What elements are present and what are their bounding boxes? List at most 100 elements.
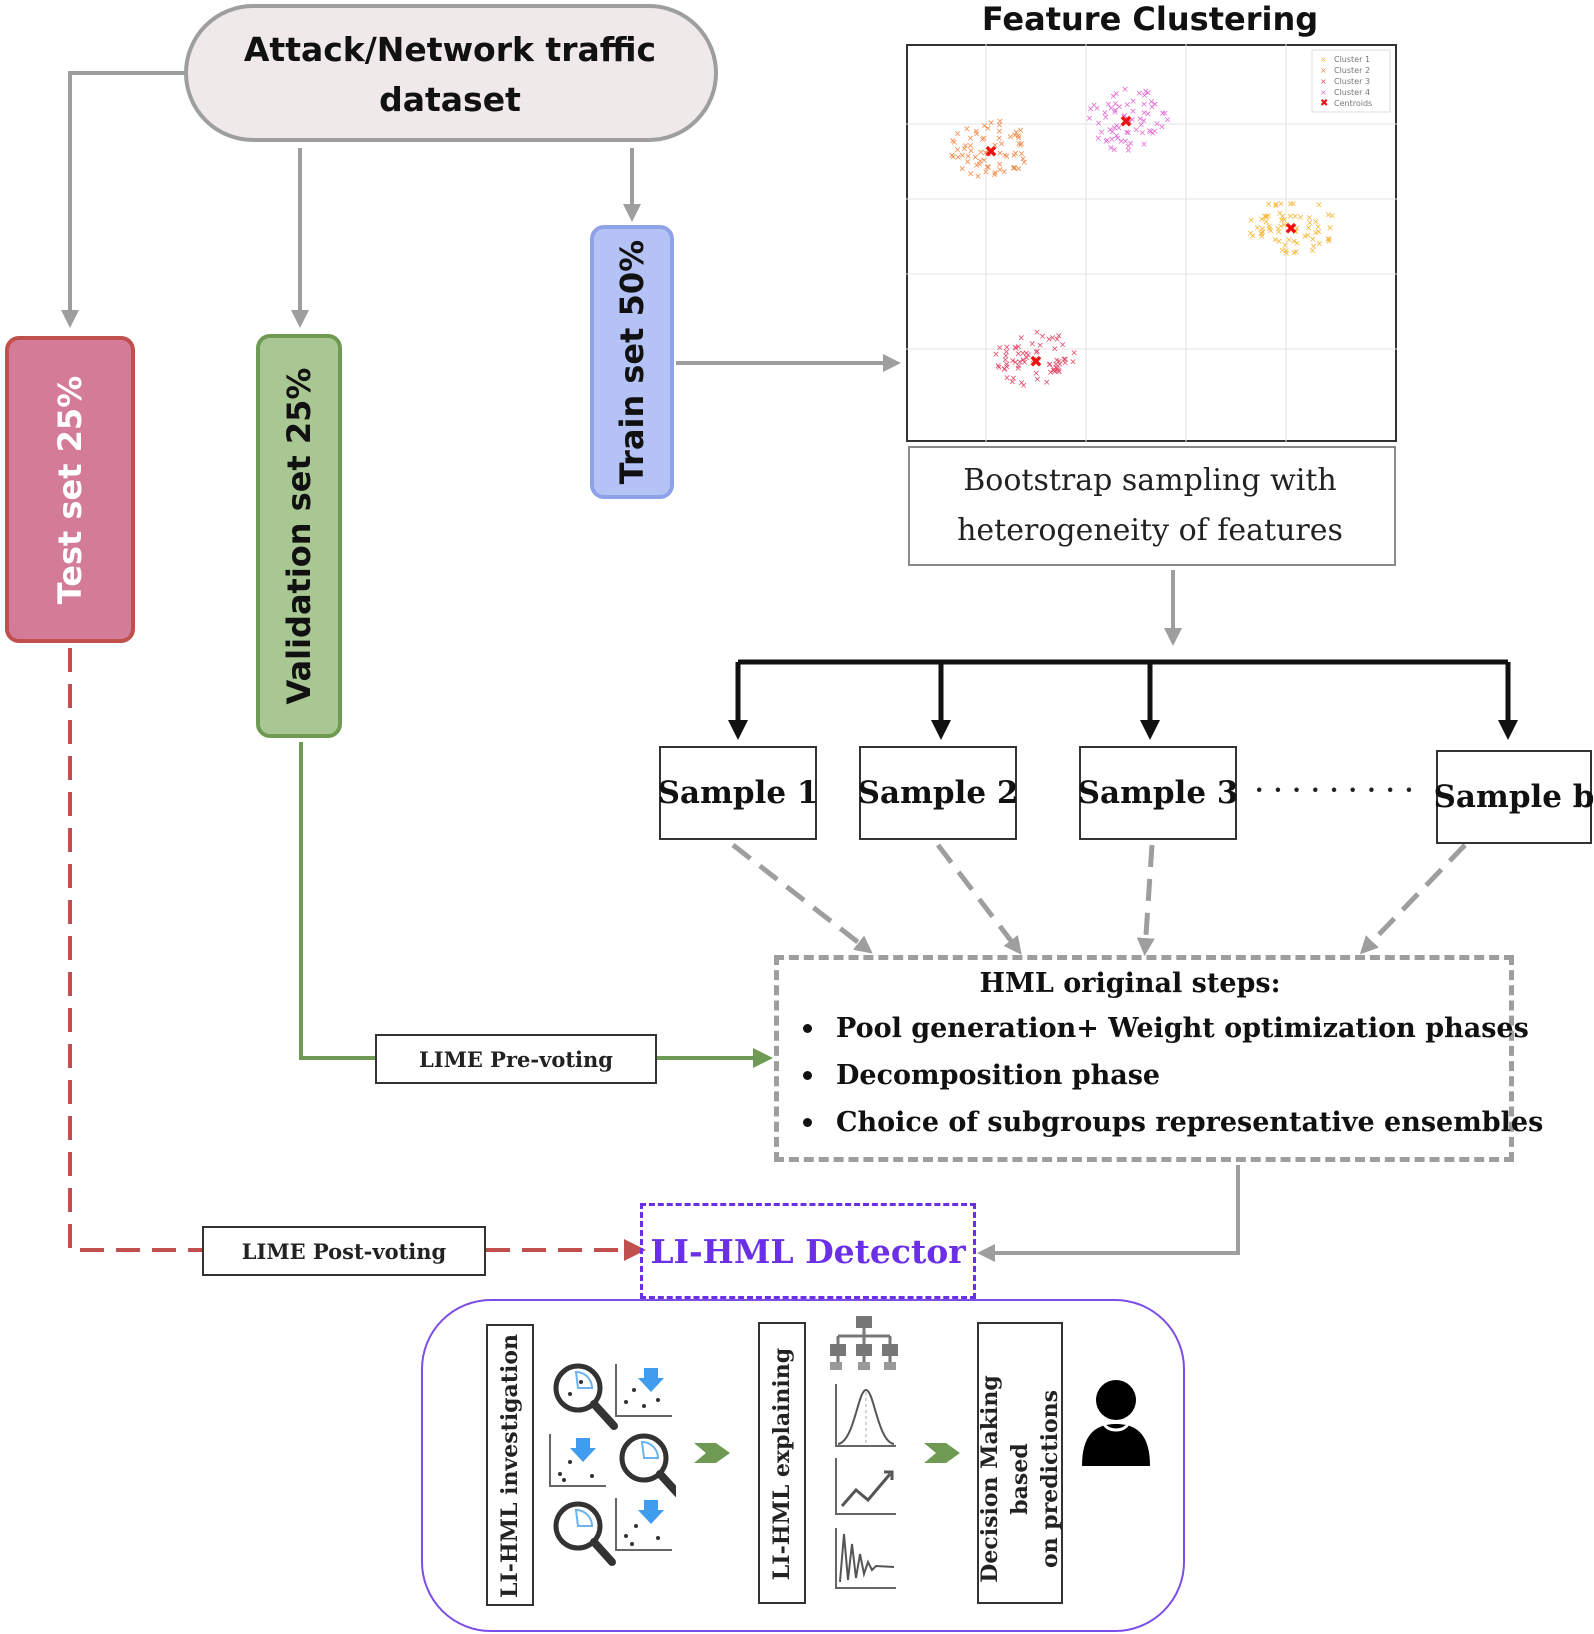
cluster-point: ×: [1112, 100, 1120, 110]
cluster-point: ×: [1017, 126, 1025, 136]
cluster-point: ×: [964, 157, 972, 167]
cluster-point: ×: [985, 163, 993, 173]
cluster-point: ×: [1107, 104, 1115, 114]
cluster-point: ×: [987, 118, 995, 128]
cluster-point: ×: [1324, 234, 1332, 244]
cluster-point: ×: [1129, 97, 1137, 107]
cluster-point: ×: [1103, 136, 1111, 146]
cluster-point: ×: [1281, 241, 1289, 251]
cluster-point: ×: [1053, 356, 1061, 366]
samples-ellipsis: · · · · · · · · ·: [1255, 775, 1415, 804]
cluster-point: ×: [994, 361, 1002, 371]
cluster-point: ×: [1047, 368, 1055, 378]
cluster-point: ×: [1309, 246, 1317, 256]
legend-marker: ×: [1320, 66, 1327, 75]
cluster-point: ×: [1125, 128, 1133, 138]
cluster-point: ×: [984, 149, 992, 159]
cluster-point: ×: [1094, 134, 1102, 144]
cluster-point: ×: [991, 141, 999, 151]
cluster-point: ×: [996, 121, 1004, 131]
cluster-point: ×: [1086, 114, 1094, 124]
cluster-point: ×: [1271, 235, 1279, 245]
cluster-point: ×: [1144, 89, 1152, 99]
cluster-point: ×: [1019, 155, 1027, 165]
cluster-point: ×: [1312, 229, 1320, 239]
cluster-point: ×: [1120, 113, 1128, 123]
cluster-point: ×: [983, 163, 991, 173]
cluster-point: ×: [1301, 232, 1309, 242]
arrow-test-to-detector: [68, 648, 202, 1252]
cluster-point: ×: [1107, 143, 1115, 153]
cluster-point: ×: [1051, 365, 1059, 375]
cluster-point: ×: [1148, 97, 1156, 107]
dashed-arrow-sample-3: [1136, 844, 1155, 956]
cluster-point: ×: [1055, 367, 1063, 377]
explaining-box: [758, 1322, 806, 1604]
cluster-point: ×: [1283, 249, 1291, 259]
cluster-point: ×: [1258, 215, 1266, 225]
cluster-point: ×: [1069, 358, 1077, 368]
cluster-point: ×: [1279, 246, 1287, 256]
cluster-point: ×: [1140, 140, 1148, 150]
cluster-point: ×: [1280, 216, 1288, 226]
hml-step-3: Choice of subgroups representative ensem…: [790, 1107, 1543, 1138]
cluster-point: ×: [1305, 224, 1313, 234]
cluster-point: ×: [1125, 118, 1133, 128]
investigation-label: LI-HML investigation: [497, 1333, 523, 1599]
cluster-point: ×: [996, 166, 1004, 176]
cluster-point: ×: [1039, 332, 1047, 342]
li-hml-detector: LI-HML Detector: [640, 1203, 976, 1299]
cluster-point: ×: [1306, 213, 1314, 223]
cluster-point: ×: [1023, 349, 1031, 359]
cluster-point: ×: [1055, 357, 1063, 367]
cluster-point: ×: [1115, 103, 1123, 113]
cluster-point: ×: [1139, 128, 1147, 138]
cluster-point: ×: [982, 148, 990, 158]
cluster-point: ×: [1144, 109, 1152, 119]
cluster-point: ×: [1258, 232, 1266, 242]
cluster-point: ×: [1132, 126, 1140, 136]
cluster-point: ×: [958, 165, 966, 175]
cluster-point: ×: [1020, 381, 1028, 391]
cluster-point: ×: [1127, 139, 1135, 149]
cluster-point: ×: [1052, 360, 1060, 370]
cluster-point: ×: [1249, 232, 1257, 242]
cluster-point: ×: [967, 134, 975, 144]
cluster-point: ×: [967, 170, 975, 180]
cluster-point: ×: [977, 148, 985, 158]
cluster-point: ×: [1002, 355, 1010, 365]
cluster-point: ×: [1124, 142, 1132, 152]
cluster-point: ×: [1325, 210, 1333, 220]
cluster-point: ×: [1111, 146, 1119, 156]
cluster-point: ×: [1049, 334, 1057, 344]
cluster-point: ×: [1140, 109, 1148, 119]
cluster-point: ×: [1292, 247, 1300, 257]
cluster-point: ×: [1290, 237, 1298, 247]
centroid-marker: ✖: [1119, 112, 1132, 131]
cluster-point: ×: [998, 139, 1006, 149]
cluster-point: ×: [1015, 361, 1023, 371]
cluster-point: ×: [1292, 228, 1300, 238]
sample-1-box: Sample 1: [658, 746, 818, 840]
cluster-point: ×: [1014, 364, 1022, 374]
investigation-icons: [549, 1363, 676, 1566]
cluster-point: ×: [1109, 127, 1117, 137]
cluster-point: ×: [1018, 378, 1026, 388]
cluster-point: ×: [1158, 123, 1166, 133]
cluster-point: ×: [1259, 224, 1267, 234]
cluster-point: ×: [1247, 229, 1255, 239]
cluster-point: ×: [995, 134, 1003, 144]
dashed-arrow-sample-b: [1359, 843, 1467, 955]
cluster-point: ×: [1033, 356, 1041, 366]
cluster-point: ×: [1003, 348, 1011, 358]
cluster-point: ×: [948, 151, 956, 161]
bullet-icon: [803, 1071, 812, 1080]
cluster-point: ×: [1003, 362, 1011, 372]
legend-label: Cluster 4: [1334, 88, 1370, 97]
test-set-label: Test set 25%: [51, 375, 89, 605]
cluster-point: ×: [1151, 127, 1159, 137]
cluster-point: ×: [1007, 132, 1015, 142]
cluster-point: ×: [1266, 224, 1274, 234]
validation-set-label: Validation set 25%: [280, 367, 318, 705]
cluster-point: ×: [1110, 92, 1118, 102]
